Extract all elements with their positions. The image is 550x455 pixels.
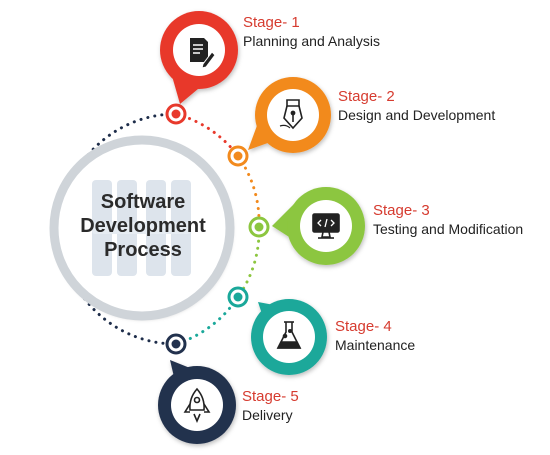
stage-4-number: Stage- 4 bbox=[335, 318, 392, 335]
center-watermark bbox=[92, 180, 191, 276]
stage-3-label: Stage- 3 Testing and Modification bbox=[373, 202, 523, 238]
stage-3-name: Testing and Modification bbox=[373, 221, 524, 237]
stage-4-bubble bbox=[251, 299, 327, 375]
stage-5-label: Stage- 5 Delivery bbox=[242, 388, 299, 424]
stage-1-number: Stage- 1 bbox=[243, 14, 300, 31]
rocket-icon bbox=[183, 387, 211, 424]
center-title: Software Development Process bbox=[58, 190, 228, 262]
center-title-line-3: Process bbox=[104, 239, 182, 261]
stage-5-bubble bbox=[158, 360, 236, 444]
stage-2-name: Design and Development bbox=[338, 107, 496, 123]
stage-3-number: Stage- 3 bbox=[373, 202, 430, 219]
center-title-line-2: Development bbox=[80, 215, 206, 237]
monitor-code-icon bbox=[312, 213, 340, 239]
center-circle bbox=[49, 135, 235, 321]
dotted-arc-green-teal bbox=[236, 225, 261, 299]
flask-icon bbox=[276, 321, 302, 349]
stage-4-label: Stage- 4 Maintenance bbox=[335, 318, 415, 354]
arc-node-3 bbox=[248, 216, 270, 238]
stage-2-bubble bbox=[248, 77, 331, 153]
document-edit-icon bbox=[190, 38, 216, 69]
pen-nib-icon bbox=[279, 99, 303, 130]
stage-1-label: Stage- 1 Planning and Analysis bbox=[243, 14, 380, 50]
dotted-arc-left bbox=[59, 112, 178, 346]
stage-5-name: Delivery bbox=[242, 407, 293, 423]
center-title-line-1: Software bbox=[100, 191, 186, 213]
arc-node-1 bbox=[165, 103, 187, 125]
stage-4-name: Maintenance bbox=[335, 337, 416, 353]
stage-2-label: Stage- 2 Design and Development bbox=[338, 88, 495, 124]
dotted-arc-orange-green bbox=[236, 154, 261, 229]
stage-5-number: Stage- 5 bbox=[242, 388, 299, 405]
stage-2-number: Stage- 2 bbox=[338, 88, 395, 105]
arc-node-2 bbox=[227, 145, 249, 167]
stage-1-name: Planning and Analysis bbox=[243, 33, 380, 49]
arc-node-4 bbox=[227, 286, 249, 308]
arc-node-5 bbox=[165, 333, 187, 355]
